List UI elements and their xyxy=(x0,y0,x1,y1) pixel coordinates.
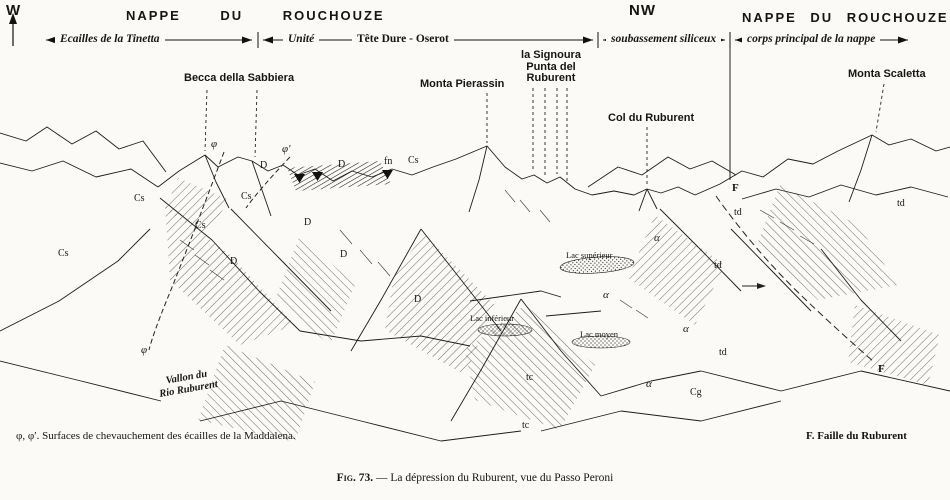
unit-label-tc: tc xyxy=(522,420,530,431)
unit-label-cg: Cg xyxy=(690,387,702,398)
peak-label-becca-della-sabbiera: Becca della Sabbiera xyxy=(184,72,295,84)
peak-label-col-du-ruburent: Col du Ruburent xyxy=(608,112,695,124)
unit-label-d: D xyxy=(260,160,268,171)
phi-surfaces xyxy=(148,151,291,351)
unit-label-cs: Cs xyxy=(241,191,252,202)
figure-caption-text: — La dépression du Ruburent, vue du Pass… xyxy=(376,472,614,484)
unit-label-td: td xyxy=(719,347,727,358)
span-label-soubassement-siliceux: soubassement siliceux xyxy=(606,33,722,45)
figure-caption: Fig. 73. — La dépression du Ruburent, vu… xyxy=(0,472,950,484)
hatched-slopes xyxy=(165,161,940,442)
unit-label-td: td xyxy=(714,260,722,271)
unit-label-alpha: α xyxy=(683,323,689,335)
leader-lines xyxy=(204,83,885,185)
phi-label: φ xyxy=(141,344,148,356)
unit-label-tc: tc xyxy=(526,372,534,383)
unit-label-td: td xyxy=(734,207,742,218)
unit-label-cs: Cs xyxy=(195,220,206,231)
thrust-marks xyxy=(294,170,393,183)
peak-label-line: Punta del xyxy=(526,60,576,73)
legend-fault: F. Faille du Ruburent xyxy=(806,430,907,442)
peak-label-signoura-punta-ruburent: la Signoura Punta del Ruburent xyxy=(518,49,584,85)
west-arrow-icon xyxy=(9,13,17,46)
texture-strokes xyxy=(179,189,815,319)
header-nappe-left: NAPPE DU ROUCHOUZE xyxy=(126,8,385,23)
phi-prime-label: φ′ xyxy=(282,143,291,155)
fault-line xyxy=(715,48,875,363)
unit-label-cs: Cs xyxy=(58,248,69,259)
compass-northwest-label: NW xyxy=(629,2,656,19)
header-nappe-right: NAPPE DU ROUCHOUZE xyxy=(742,10,949,25)
peak-label-line: Ruburent xyxy=(526,72,576,84)
ridgelines xyxy=(0,126,950,442)
span-label-unite: Unité xyxy=(283,33,320,45)
lakes xyxy=(477,256,635,349)
unit-label-alpha: α xyxy=(646,378,652,390)
unit-label-d: D xyxy=(338,159,346,170)
unit-label-alpha: α xyxy=(603,289,609,301)
span-label-ecailles-tinetta: Ecailles de la Tinetta xyxy=(55,33,165,45)
legend-phi-surfaces: φ, φ′. Surfaces de chevauchement des éca… xyxy=(16,430,296,442)
lake-label-inferieur: Lac inférieur xyxy=(470,313,515,323)
peak-label-monta-pierassin: Monta Pierassin xyxy=(420,78,505,90)
unit-label-td: td xyxy=(897,198,905,209)
unit-label-d: D xyxy=(414,294,422,305)
unit-label-d: D xyxy=(340,249,348,260)
unit-label-d: D xyxy=(304,217,312,228)
lake-label-moyen: Lac moyen xyxy=(580,329,618,339)
span-label-corps-principal: corps principal de la nappe xyxy=(742,33,881,45)
peak-label-monta-scaletta: Monta Scaletta xyxy=(848,68,926,80)
fault-letter: F xyxy=(732,182,739,194)
fault-letter: F xyxy=(878,363,885,375)
phi-label: φ xyxy=(211,138,218,150)
compass-west-label: W xyxy=(6,2,22,19)
unit-label-alpha: α xyxy=(654,232,660,244)
unit-label-cs: Cs xyxy=(134,193,145,204)
unit-label-d: D xyxy=(230,256,238,267)
lake-label-superieur: Lac supérieur xyxy=(566,250,613,260)
peak-label-line: la Signoura xyxy=(521,49,581,61)
figure-number: Fig. 73. xyxy=(336,472,374,484)
unit-label-cs: Cs xyxy=(408,155,419,166)
unit-label-fn: fn xyxy=(384,156,393,167)
span-label-tete-dure-oserot: Tête Dure - Oserot xyxy=(352,33,454,45)
